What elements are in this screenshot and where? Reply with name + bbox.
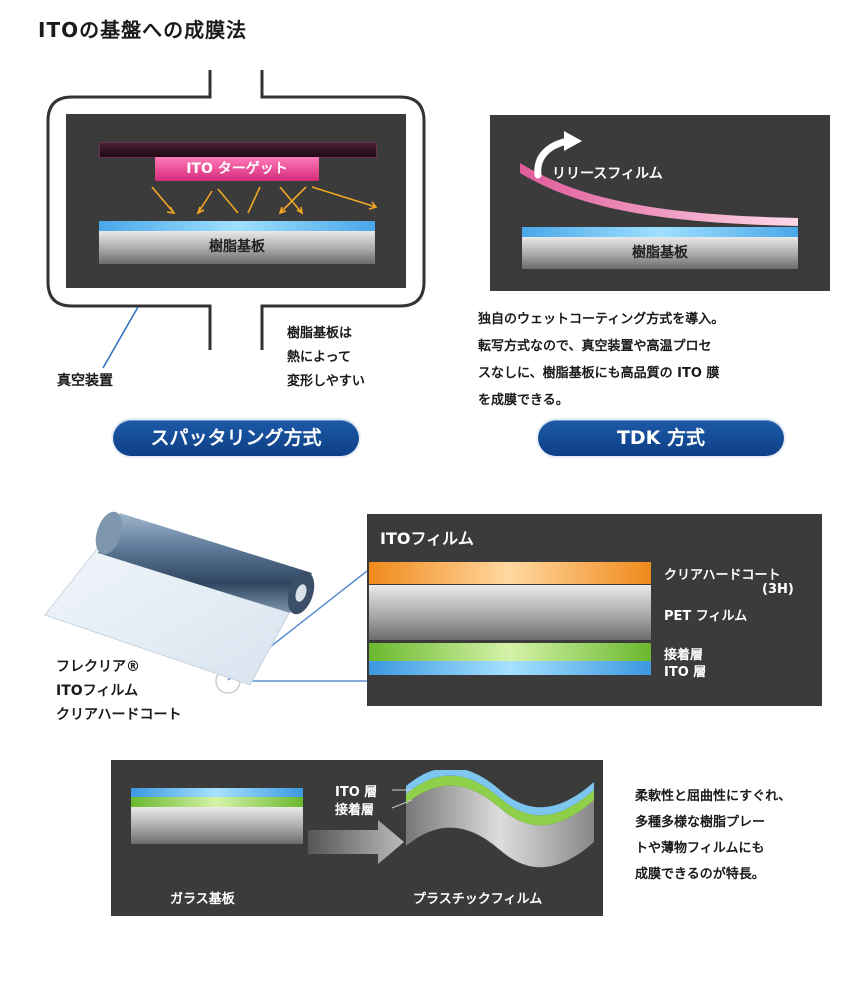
ito-target-label: ITO ターゲット <box>186 161 288 177</box>
substrate-blue-layer <box>99 221 375 231</box>
hardcoat-layer <box>369 562 651 584</box>
glass-description-line: トや薄物フィルムにも <box>635 841 765 856</box>
ito-layer <box>369 661 651 675</box>
product-name-line: ITOフィルム <box>56 683 139 699</box>
glass-ito-layer <box>131 788 303 797</box>
glass-description: 柔軟性と屈曲性にすぐれ、 多種多様な樹脂プレー トや薄物フィルムにも 成膜できる… <box>635 784 791 888</box>
transform-arrow-icon <box>308 820 404 864</box>
glass-description-line: 柔軟性と屈曲性にすぐれ、 <box>635 789 792 804</box>
page-title: ITOの基盤への成膜法 <box>38 18 248 42</box>
ito-film-panel-title: ITOフィルム <box>380 529 474 548</box>
tdk-description-line: スなしに、樹脂基板にも高品質の ITO 膜 <box>478 366 720 381</box>
adhesive-layer <box>369 643 651 661</box>
glass-description-line: 成膜できるのが特長。 <box>635 867 765 882</box>
deform-note-line: 樹脂基板は <box>287 326 353 341</box>
tdk-resin-substrate: 樹脂基板 <box>522 237 798 269</box>
glass-adhesive-layer <box>131 797 303 807</box>
chamber-right-wall <box>260 70 426 350</box>
glass-substrate <box>131 807 303 844</box>
sputtering-method-badge: スパッタリング方式 <box>113 420 359 456</box>
pet-layer-label: PET フィルム <box>664 609 748 624</box>
chamber-left-wall <box>46 70 212 350</box>
resin-substrate-label: 樹脂基板 <box>209 239 265 255</box>
pet-layer <box>369 585 651 640</box>
plastic-film-label: プラスチックフィルム <box>413 892 543 907</box>
product-name-line: クリアハードコート <box>56 707 182 723</box>
glass-ito-label: ITO 層 <box>335 785 378 800</box>
tdk-blue-layer <box>522 227 798 237</box>
film-roll-image <box>44 511 315 686</box>
deform-note-line: 変形しやすい <box>287 374 365 389</box>
deform-note-line: 熱によって <box>287 350 351 365</box>
release-film-label: リリースフィルム <box>552 166 663 182</box>
hardcoat-layer-label: クリアハードコート <box>664 568 781 583</box>
label-connectors <box>391 789 413 809</box>
release-film-graphic <box>520 131 798 226</box>
tdk-method-badge: TDK 方式 <box>538 420 784 456</box>
glass-description-line: 多種多様な樹脂プレー <box>635 815 766 830</box>
glass-adhesive-label: 接着層 <box>335 803 375 818</box>
hardcoat-layer-sublabel: (3H) <box>762 582 794 597</box>
vacuum-label: 真空装置 <box>57 373 113 389</box>
tdk-description: 独自のウェットコーティング方式を導入。 転写方式なので、真空装置や高温プロセ ス… <box>478 306 724 414</box>
resin-substrate: 樹脂基板 <box>99 231 375 264</box>
sputter-arrows <box>151 186 378 215</box>
tdk-description-line: 転写方式なので、真空装置や高温プロセ <box>478 339 712 354</box>
tdk-substrate-label: 樹脂基板 <box>632 245 688 261</box>
ito-target: ITO ターゲット <box>155 157 319 181</box>
target-plate <box>99 142 377 158</box>
glass-substrate-label: ガラス基板 <box>170 892 235 907</box>
film-product-names: フレクリア® ITOフィルム クリアハードコート <box>56 655 181 727</box>
tdk-description-line: 独自のウェットコーティング方式を導入。 <box>478 312 725 327</box>
ito-layer-label: ITO 層 <box>664 665 707 680</box>
product-name-line: フレクリア® <box>56 659 140 675</box>
tdk-description-line: を成膜できる。 <box>478 393 569 408</box>
plastic-film-graphic <box>406 770 594 868</box>
adhesive-layer-label: 接着層 <box>664 648 704 663</box>
vacuum-pointer-line <box>102 306 139 369</box>
deform-note: 樹脂基板は 熱によって 変形しやすい <box>287 322 365 394</box>
